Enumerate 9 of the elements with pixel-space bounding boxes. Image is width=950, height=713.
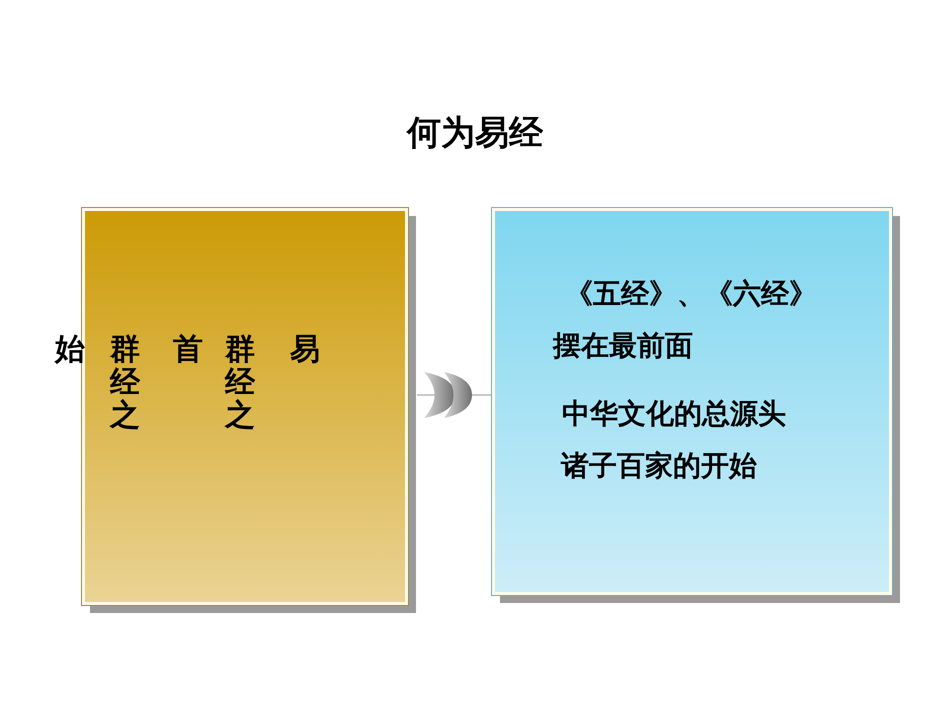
title: 何为易经 (405, 112, 544, 155)
panel-text: 《五经》、《六经》 (565, 278, 817, 310)
panel-text: 诸子百家的开始 (561, 450, 757, 482)
panel-text: 易 (290, 333, 320, 366)
panel-text: 首 (173, 333, 203, 366)
panel-text: 群经之 (110, 333, 140, 432)
panel-text: 摆在最前面 (553, 330, 693, 362)
panel-text: 中华文化的总源头 (562, 398, 786, 430)
panel-text: 群经之 (225, 333, 255, 432)
